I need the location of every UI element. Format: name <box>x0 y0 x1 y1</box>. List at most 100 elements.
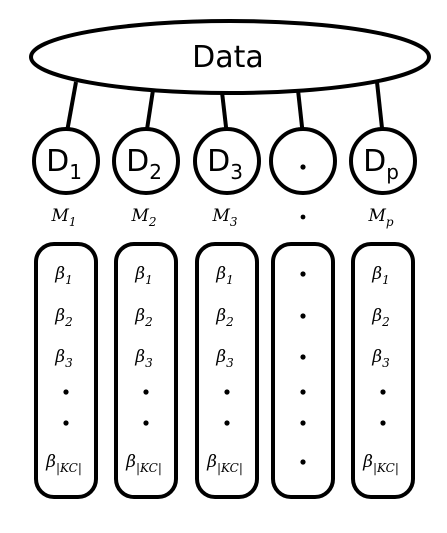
parameter-box <box>351 242 415 499</box>
parameter-dot <box>63 389 69 395</box>
parameter-dot <box>300 354 306 360</box>
parameter-label-subscript: 2 <box>381 315 390 329</box>
node-circle <box>349 127 417 195</box>
node-label: Dp <box>363 144 399 184</box>
parameter-label-base: β <box>215 347 226 367</box>
model-label-subscript: 1 <box>69 215 77 229</box>
parameter-label-subscript: 2 <box>64 315 73 329</box>
parameter-dot <box>300 459 306 465</box>
model-label-subscript: p <box>386 215 394 229</box>
node-label-base: D <box>363 144 386 179</box>
node-label: D3 <box>207 144 243 184</box>
model-label-base: M <box>367 206 386 226</box>
node-label: D1 <box>46 144 82 184</box>
connector-line <box>296 89 305 130</box>
parameter-label-subscript: |KC| <box>136 461 162 475</box>
model-label-base: M <box>130 206 149 226</box>
parameter-label: β2 <box>54 306 72 329</box>
parameter-label-base: β <box>45 452 56 472</box>
parameter-label-base: β <box>54 306 65 326</box>
parameter-label-subscript: 1 <box>145 273 153 287</box>
parameter-label: β3 <box>54 347 73 370</box>
parameter-label-base: β <box>371 264 382 284</box>
parameter-label-base: β <box>125 452 136 472</box>
node-label-base: D <box>46 144 69 179</box>
model-label-subscript: 2 <box>148 215 157 229</box>
parameter-label-subscript: 1 <box>65 273 73 287</box>
parameter-label-subscript: 3 <box>145 356 153 370</box>
parameter-dot <box>224 420 230 426</box>
parameter-dot <box>380 389 386 395</box>
parameter-dot <box>143 389 149 395</box>
parameter-label-base: β <box>134 347 145 367</box>
node-circle <box>193 127 261 195</box>
parameter-label: β2 <box>371 306 389 329</box>
model-label: M3 <box>211 206 237 229</box>
parameter-label-subscript: 1 <box>382 273 390 287</box>
parameter-label-base: β <box>54 264 65 284</box>
column-4 <box>269 127 337 499</box>
columns: D1M1β1β2β3β|KC|D2M2β1β2β3β|KC|D3M3β1β2β3… <box>32 127 417 499</box>
parameter-label-base: β <box>362 452 373 472</box>
parameter-label-subscript: |KC| <box>56 461 82 475</box>
parameter-dot <box>300 313 306 319</box>
parameter-label: β1 <box>134 264 152 287</box>
data-ellipse <box>29 19 431 95</box>
parameter-label-base: β <box>371 347 382 367</box>
parameter-label-base: β <box>371 306 382 326</box>
parameter-dot <box>143 420 149 426</box>
parameter-label-subscript: 3 <box>382 356 390 370</box>
parameter-label: β3 <box>371 347 390 370</box>
parameter-label-subscript: 1 <box>226 273 234 287</box>
data-label: Data <box>192 40 264 75</box>
parameter-label: β1 <box>371 264 389 287</box>
parameter-label-base: β <box>54 347 65 367</box>
parameter-label: β|KC| <box>362 452 399 475</box>
model-label-base: M <box>211 206 230 226</box>
node-circle <box>32 127 100 195</box>
parameter-label: β1 <box>215 264 233 287</box>
parameter-label: β|KC| <box>125 452 162 475</box>
parameter-label-base: β <box>206 452 217 472</box>
node-dot <box>300 164 306 170</box>
parameter-label-base: β <box>215 264 226 284</box>
data-root-node: Data <box>29 19 431 95</box>
parameter-dot <box>224 389 230 395</box>
parameter-label-subscript: 3 <box>226 356 234 370</box>
parameter-box <box>271 242 335 499</box>
parameter-label: β2 <box>134 306 152 329</box>
parameter-label: β|KC| <box>45 452 82 475</box>
parameter-label-subscript: 2 <box>144 315 153 329</box>
parameter-box <box>34 242 98 499</box>
parameter-label: β3 <box>134 347 153 370</box>
connector-line <box>65 81 78 130</box>
parameter-label-base: β <box>215 306 226 326</box>
parameter-label: β3 <box>215 347 234 370</box>
node-circle <box>112 127 180 195</box>
parameter-label: β|KC| <box>206 452 243 475</box>
model-label: M1 <box>50 206 76 229</box>
parameter-label-subscript: |KC| <box>373 461 399 475</box>
parameter-box <box>114 242 178 499</box>
connector-line <box>145 89 155 130</box>
parameter-dot <box>300 389 306 395</box>
connector-lines <box>65 81 385 130</box>
model-label-base: M <box>50 206 69 226</box>
node-label-base: D <box>126 144 149 179</box>
node-circle <box>269 127 337 195</box>
model-dot <box>300 214 306 220</box>
node-label: D2 <box>126 144 162 184</box>
connector-line <box>375 81 385 130</box>
node-label-subscript: 1 <box>69 160 82 184</box>
node-label-subscript: 3 <box>230 160 243 184</box>
parameter-label-base: β <box>134 264 145 284</box>
model-label: Mp <box>367 206 393 229</box>
parameter-dot <box>380 420 386 426</box>
parameter-label-subscript: |KC| <box>217 461 243 475</box>
parameter-dot <box>300 271 306 277</box>
parameter-label-base: β <box>134 306 145 326</box>
parameter-dot <box>300 420 306 426</box>
